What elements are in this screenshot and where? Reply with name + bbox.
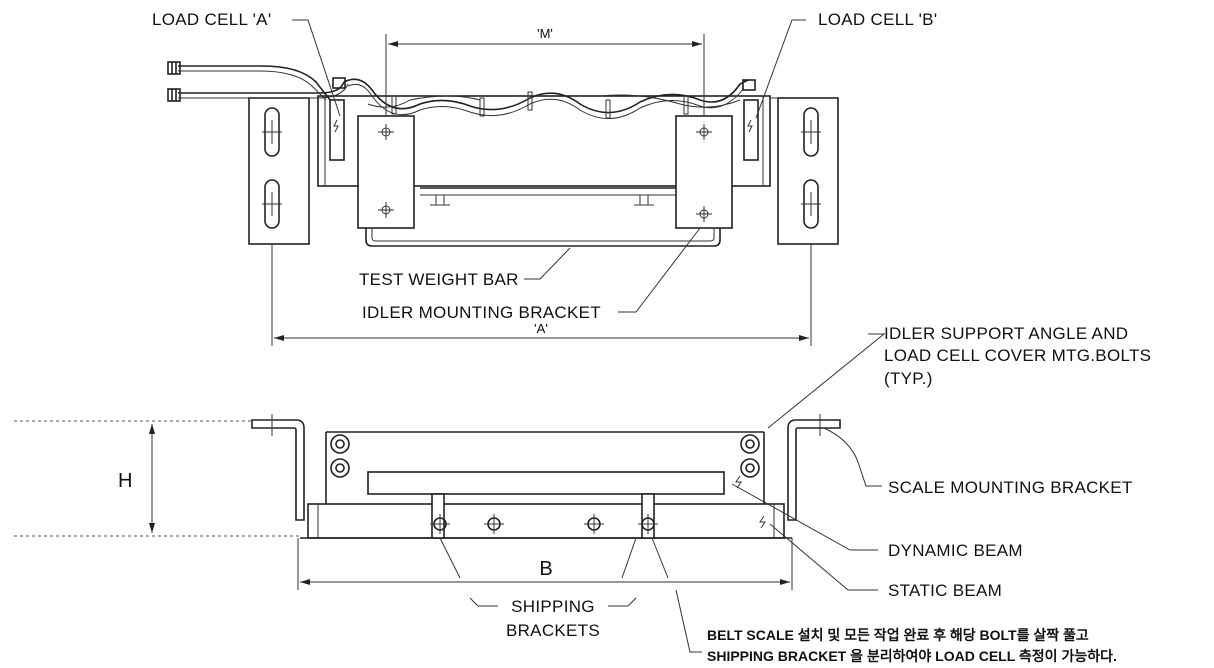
callouts: IDLER SUPPORT ANGLE AND LOAD CELL COVER … — [731, 324, 1151, 600]
idler-support-label-1: IDLER SUPPORT ANGLE AND — [884, 324, 1128, 343]
static-beam-label: STATIC BEAM — [888, 581, 1002, 600]
test-weight-bar — [365, 228, 721, 247]
dynamic-beam — [367, 471, 725, 495]
left-scale-mounting-bracket — [251, 419, 305, 521]
load-cell-a-body — [329, 99, 345, 161]
load-cell-b-label: LOAD CELL 'B' — [818, 10, 937, 29]
static-beam — [307, 503, 785, 539]
dim-m-label: 'M' — [537, 26, 553, 41]
load-cell-a-label: LOAD CELL 'A' — [152, 10, 271, 29]
load-cell-b-body — [743, 99, 759, 161]
idler-support-label-2: LOAD CELL COVER MTG.BOLTS — [884, 346, 1151, 365]
shipping-bracket-left — [431, 493, 445, 539]
dynamic-beam-label: DYNAMIC BEAM — [888, 541, 1023, 560]
support-bolts — [330, 434, 760, 478]
right-scale-mounting-bracket — [787, 419, 841, 521]
elevation-view: H — [14, 414, 1089, 653]
plan-view: 'M' 'A' LOAD CELL 'A' LOAD CELL 'B' TEST… — [152, 10, 937, 346]
idler-support-label-3: (TYP.) — [884, 369, 933, 388]
idler-mounting-bracket-label: IDLER MOUNTING BRACKET — [362, 303, 601, 322]
scale-mounting-bracket-label: SCALE MOUNTING BRACKET — [888, 478, 1133, 497]
note-line2: SHIPPING BRACKET 을 분리하여야 LOAD CELL 측정이 가… — [707, 648, 1117, 664]
right-mounting-plate — [777, 97, 839, 245]
dim-h-label: H — [118, 470, 132, 492]
dim-a-label: 'A' — [534, 321, 548, 336]
shipping-label-line1: SHIPPING — [511, 597, 595, 616]
scale-frame — [317, 95, 771, 187]
note-line2-wrap: SHIPPING BRACKET 을 분리하여야 LOAD CELL 측정이 가… — [707, 646, 1117, 666]
test-weight-bar-label: TEST WEIGHT BAR — [359, 270, 519, 289]
note-line1: BELT SCALE 설치 및 모든 작업 완료 후 해당 BOLT를 살짝 풀… — [707, 627, 1089, 643]
shipping-label-line2: BRACKETS — [506, 621, 600, 640]
dim-b-label: B — [539, 558, 552, 580]
